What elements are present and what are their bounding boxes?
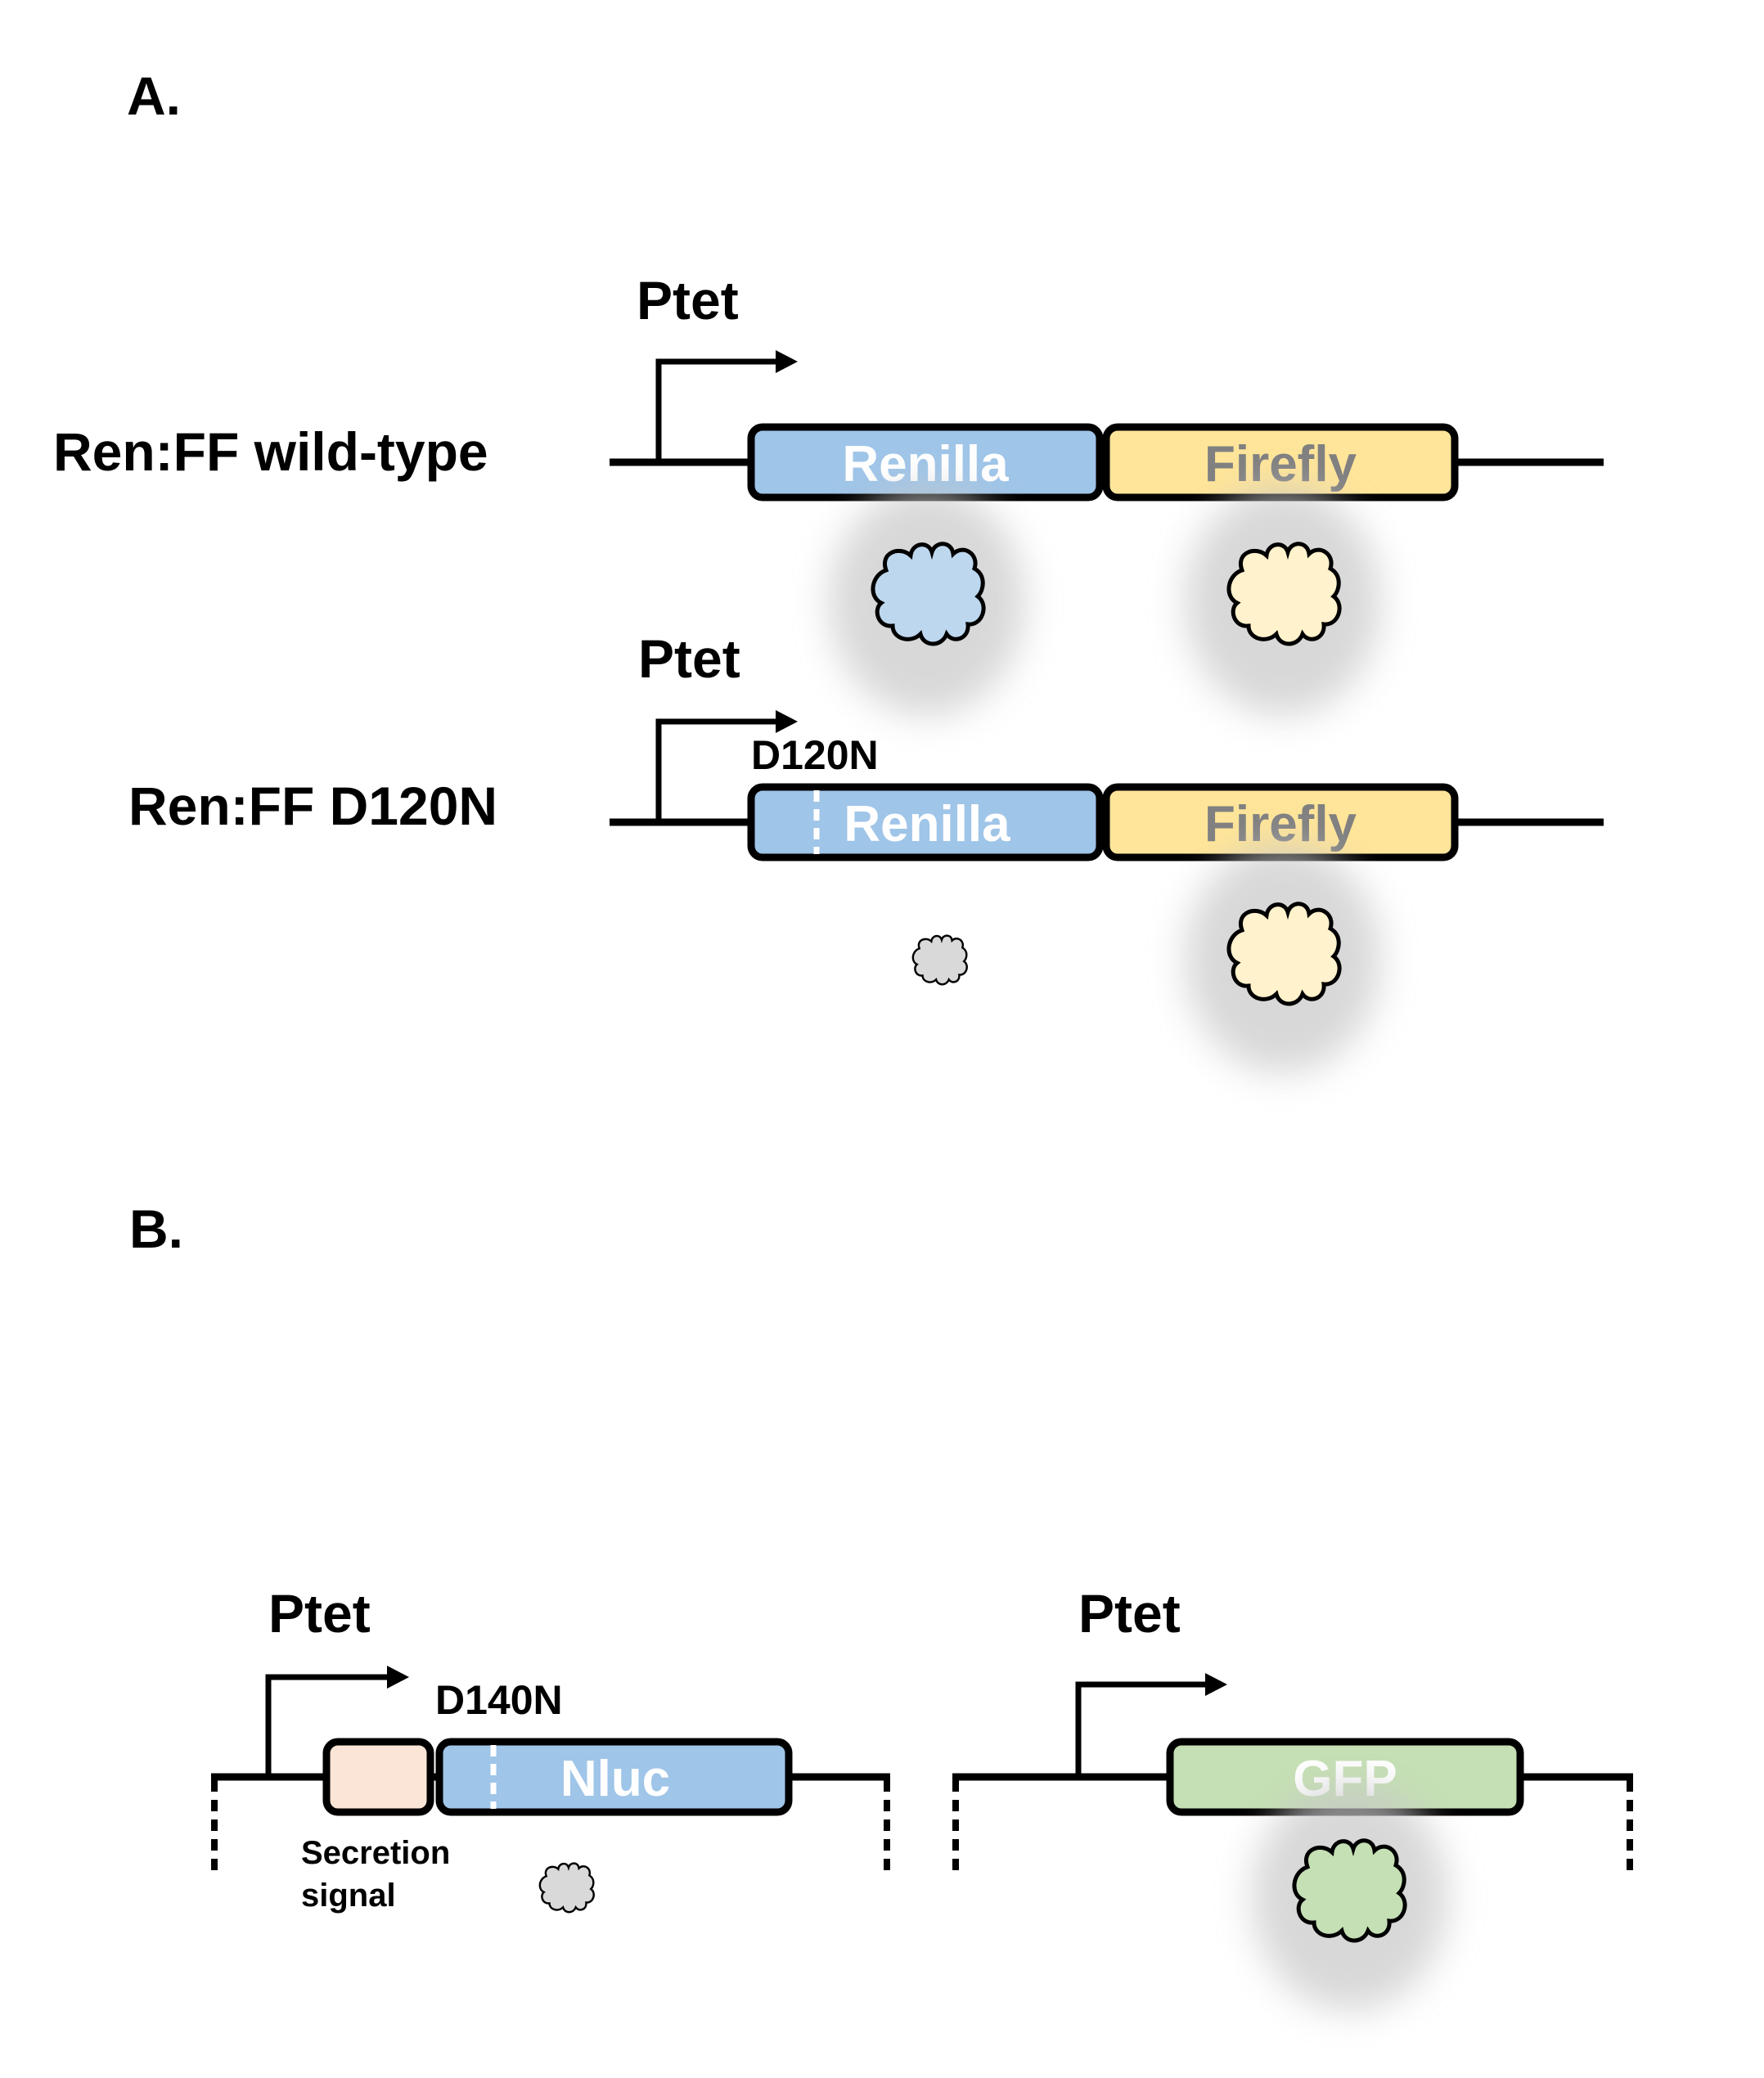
- mutation-label: D120N: [751, 732, 879, 778]
- gene-secretion-signal: [322, 1738, 434, 1816]
- protein-firefly-active: [1185, 487, 1381, 716]
- protein-nluc-inactive: [538, 1862, 596, 1914]
- secretion-signal-label-line1: Secretion: [301, 1835, 450, 1871]
- gene-firefly: Firefly: [1102, 423, 1459, 502]
- promoter-arrow-icon: [655, 350, 798, 462]
- gene-renilla: Renilla: [747, 423, 1104, 502]
- construct-gfp: Ptet GFP: [952, 1583, 1633, 2011]
- gene-label: Renilla: [844, 796, 1010, 852]
- promoter-arrow-icon: [1075, 1673, 1227, 1777]
- panel-a-label: A.: [127, 65, 181, 126]
- promoter-arrow-icon: [265, 1666, 409, 1777]
- promoter-label: Ptet: [638, 628, 740, 689]
- promoter-label: Ptet: [268, 1583, 371, 1644]
- gene-label: Renilla: [842, 436, 1009, 493]
- protein-cloud-icon: [911, 934, 969, 986]
- protein-renilla-inactive: [911, 934, 969, 986]
- promoter-arrow-icon: [655, 710, 798, 822]
- secretion-signal-label-line2: signal: [301, 1878, 396, 1914]
- protein-renilla-active: [829, 487, 1025, 716]
- protein-cloud-icon: [538, 1862, 596, 1914]
- construct-secreted-nluc-d140n: Ptet D140N Secretion signal Nluc: [211, 1583, 890, 1914]
- gene-renilla-mutant: Renilla: [747, 783, 1104, 861]
- construct-label: Ren:FF wild-type: [53, 421, 488, 482]
- gene-label: Firefly: [1204, 436, 1357, 493]
- protein-firefly-active: [1185, 844, 1381, 1073]
- gene-label: Firefly: [1204, 796, 1357, 852]
- construct-label: Ren:FF D120N: [128, 776, 497, 836]
- gene-label: Nluc: [560, 1751, 670, 1807]
- construct-ren-ff-d120n: Ren:FF D120N Ptet D120N Renilla Firefly: [128, 628, 1604, 1073]
- mutation-label: D140N: [435, 1677, 563, 1723]
- gene-nluc-mutant: Nluc: [435, 1738, 793, 1816]
- construct-ren-ff-wild-type: Ren:FF wild-type Ptet Renilla Firefly: [53, 270, 1604, 716]
- panel-b-label: B.: [129, 1199, 183, 1259]
- promoter-label: Ptet: [637, 270, 739, 331]
- promoter-label: Ptet: [1078, 1583, 1181, 1644]
- protein-gfp-active: [1252, 1782, 1448, 2011]
- gene-firefly: Firefly: [1102, 783, 1459, 861]
